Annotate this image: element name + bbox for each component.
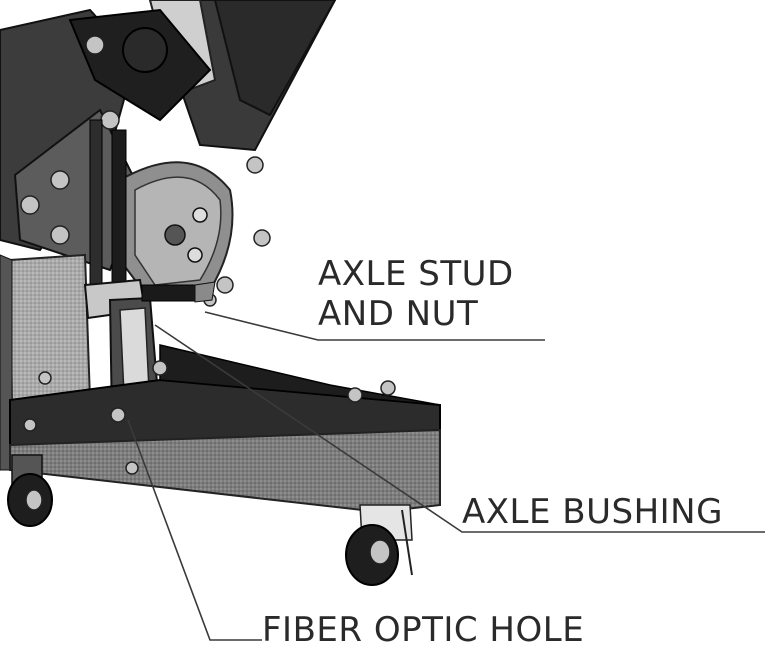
- leader-lines: [127, 311, 765, 641]
- leader-axle-stud: [204, 311, 545, 341]
- frame-bolts: [20, 35, 271, 307]
- vertical-post: [89, 119, 127, 301]
- leader-fiber-optic-hole: [127, 419, 262, 641]
- gear-plate: [119, 161, 234, 302]
- callout-fiber-optic-hole: FIBER OPTIC HOLE: [262, 610, 585, 650]
- callout-axle-stud-line2: AND NUT: [318, 294, 479, 334]
- right-caster-wheel: [345, 504, 413, 586]
- callout-axle-stud-line1: AXLE STUD: [318, 254, 514, 294]
- leader-axle-bushing: [154, 324, 765, 533]
- upper-box-bracket: [0, 8, 212, 272]
- horizontal-beam: [9, 344, 441, 514]
- left-caster-wheel: [7, 454, 53, 527]
- callout-axle-bushing: AXLE BUSHING: [462, 492, 723, 532]
